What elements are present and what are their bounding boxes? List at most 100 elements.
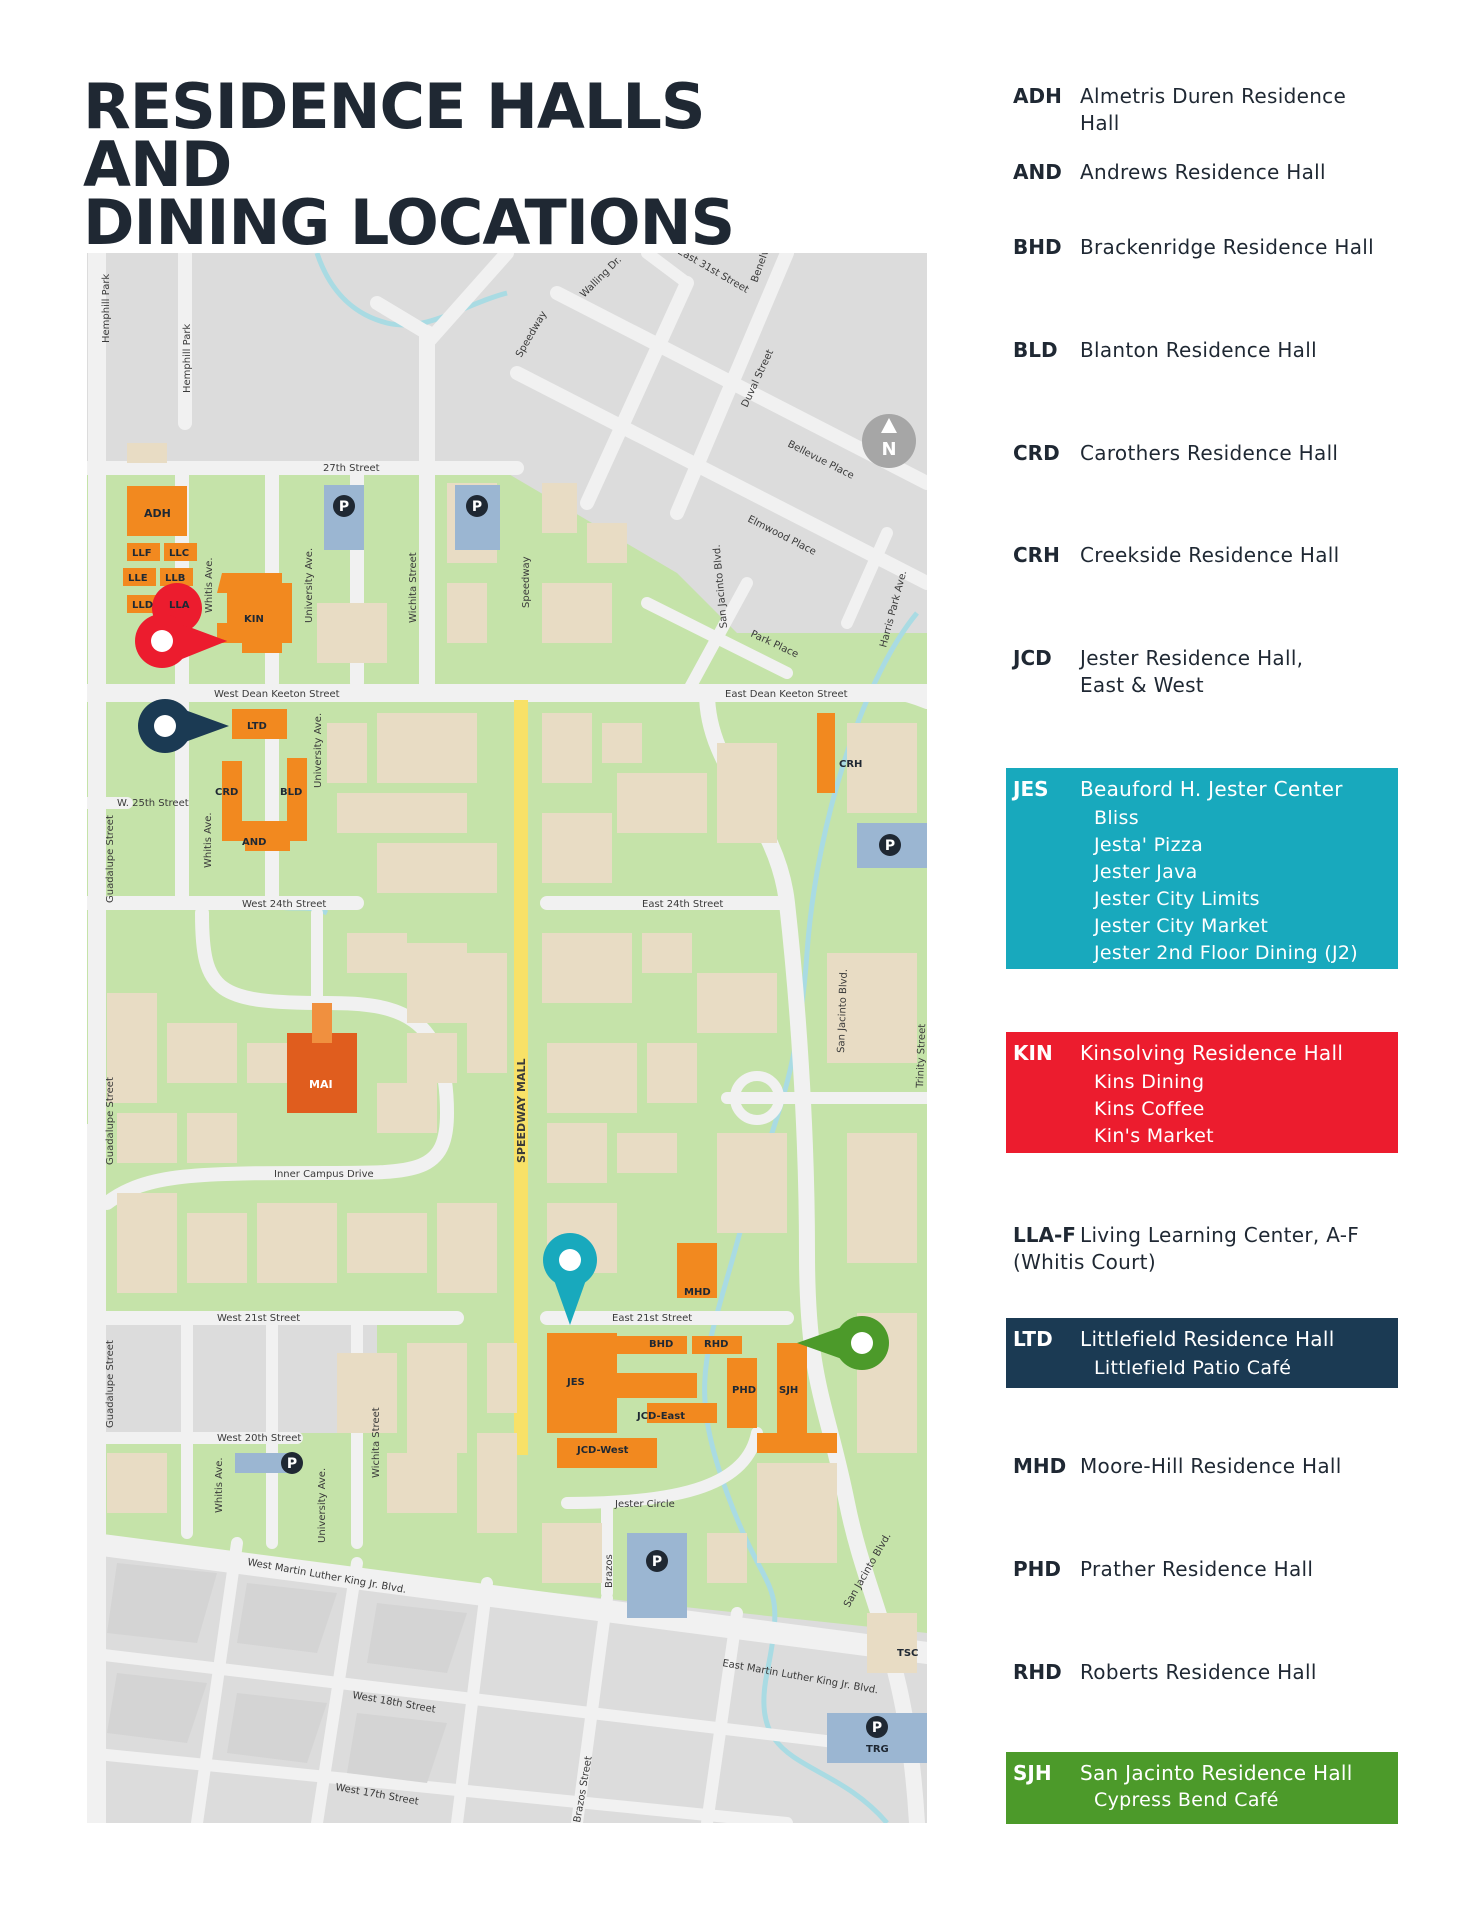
legend-code: CRH <box>1013 543 1060 567</box>
parking-icons: P P P P P P <box>281 495 901 1738</box>
pin-kin[interactable] <box>135 583 227 668</box>
label-lle: LLE <box>128 573 148 584</box>
legend-code: JES <box>1013 777 1049 801</box>
legend-name: Kinsolving Residence Hall <box>1080 1041 1344 1065</box>
label-phd: PHD <box>732 1385 756 1396</box>
label-tsc: TSC <box>897 1648 918 1659</box>
parking-label: P <box>872 1720 882 1736</box>
street-university-3: University Ave. <box>317 1468 328 1543</box>
legend-code: RHD <box>1013 1660 1062 1684</box>
dining-item: Littlefield Patio Café <box>1094 1357 1292 1379</box>
parking-icon: P <box>281 1452 303 1474</box>
label-llc: LLC <box>169 548 189 559</box>
street-wichita-2: Wichita Street <box>371 1407 382 1478</box>
label-trg: TRG <box>866 1744 889 1755</box>
street-w25: W. 25th Street <box>117 798 189 809</box>
legend-code: CRD <box>1013 441 1060 465</box>
street-hemphill-2: Hemphill Park <box>182 324 193 393</box>
label-and: AND <box>242 837 266 848</box>
parking-label: P <box>339 499 349 515</box>
legend-item-sjh: SJH San Jacinto Residence Hall Cypress B… <box>1006 1752 1398 1824</box>
legend-name: Roberts Residence Hall <box>1080 1660 1317 1684</box>
legend-sub-list: Bliss Jesta' Pizza Jester Java Jester Ci… <box>1094 805 1358 967</box>
label-bhd: BHD <box>649 1339 673 1350</box>
dining-item: Jester City Limits <box>1094 888 1260 910</box>
legend-name: Moore-Hill Residence Hall <box>1080 1454 1342 1478</box>
legend-name: Blanton Residence Hall <box>1080 338 1317 362</box>
parking-icon: P <box>333 495 355 517</box>
pin-jes[interactable] <box>543 1233 597 1325</box>
residence-buildings <box>123 486 837 1468</box>
street-wdk: West Dean Keeton Street <box>214 689 340 700</box>
parking-label: P <box>652 1554 662 1570</box>
legend-sub-list: Kins Dining Kins Coffee Kin's Market <box>1094 1069 1214 1150</box>
label-jes: JES <box>566 1377 585 1388</box>
legend-name: Carothers Residence Hall <box>1080 441 1339 465</box>
street-w21: West 21st Street <box>217 1313 300 1324</box>
page-title: RESIDENCE HALLS AND DINING LOCATIONS <box>83 70 843 254</box>
label-crh: CRH <box>839 759 862 770</box>
parking-icon: P <box>879 834 901 856</box>
main-building <box>287 1003 357 1113</box>
legend-code: PHD <box>1013 1557 1061 1581</box>
street-sanjac-2: San Jacinto Blvd. <box>836 969 850 1053</box>
title-line-1: RESIDENCE HALLS AND <box>83 70 706 201</box>
legend-name: Littlefield Residence Hall <box>1080 1327 1335 1351</box>
street-university-2: University Ave. <box>313 713 324 788</box>
label-crd: CRD <box>215 787 238 798</box>
legend-name: Jester Residence Hall, <box>1080 646 1304 670</box>
label-llf: LLF <box>132 548 152 559</box>
speedway-mall <box>514 700 528 1455</box>
legend-name: Brackenridge Residence Hall <box>1080 235 1374 259</box>
compass-label: N <box>881 439 896 460</box>
parking-label: P <box>287 1456 297 1472</box>
legend-code: SJH <box>1013 1761 1052 1785</box>
dining-item: Bliss <box>1094 807 1139 829</box>
city-blocks <box>107 1563 467 1783</box>
label-lld: LLD <box>132 600 153 611</box>
pin-sjh[interactable] <box>797 1316 889 1370</box>
dining-item: Cypress Bend Café <box>1094 1789 1279 1811</box>
legend-name: Living Learning Center, A-F <box>1080 1223 1360 1247</box>
label-bld: BLD <box>280 787 302 798</box>
street-hemphill-1: Hemphill Park <box>101 274 112 343</box>
streets <box>87 253 927 1823</box>
compass-icon: N <box>862 414 916 468</box>
parking-lots <box>235 485 927 1763</box>
street-whitis-1: Whitis Ave. <box>204 557 215 613</box>
dining-item: Jester City Market <box>1094 915 1269 937</box>
label-llb: LLB <box>165 573 185 584</box>
street-brazos-1: Brazos <box>604 1554 615 1588</box>
street-inner: Inner Campus Drive <box>274 1169 374 1180</box>
legend-item-kin: KIN Kinsolving Residence Hall Kins Dinin… <box>1006 1032 1398 1153</box>
campus-buildings <box>107 443 917 1673</box>
parking-icon: P <box>866 1716 888 1738</box>
building-labels: ADH LLF LLC LLE LLB LLD LLA KIN LTD CRD … <box>128 507 918 1755</box>
campus-map[interactable]: N P P P P P P ADH LLF LLC LLE LLB LLD LL… <box>87 253 927 1823</box>
legend-name-2: (Whitis Court) <box>1013 1250 1156 1274</box>
street-speedway-mall: SPEEDWAY MALL <box>515 1058 528 1163</box>
label-kin: KIN <box>244 614 264 625</box>
street-e24: East 24th Street <box>642 899 723 910</box>
pin-ltd[interactable] <box>138 699 229 753</box>
street-trinity: Trinity Street <box>915 1024 927 1089</box>
label-sjh: SJH <box>779 1385 798 1396</box>
legend-sub-list: Littlefield Patio Café <box>1094 1355 1291 1382</box>
legend-code: BHD <box>1013 235 1062 259</box>
street-guadalupe-1: Guadalupe Street <box>105 815 116 903</box>
street-jester-circle: Jester Circle <box>614 1499 675 1510</box>
street-wichita-1: Wichita Street <box>408 552 419 623</box>
legend-code: AND <box>1013 160 1062 184</box>
street-university-1: University Ave. <box>304 548 315 623</box>
dining-item: Kin's Market <box>1094 1125 1214 1147</box>
street-guadalupe-3: Guadalupe Street <box>105 1340 116 1428</box>
label-ltd: LTD <box>247 721 267 732</box>
street-w20: West 20th Street <box>217 1433 301 1444</box>
street-guadalupe-2: Guadalupe Street <box>105 1077 116 1165</box>
label-mhd: MHD <box>684 1287 711 1298</box>
street-w24: West 24th Street <box>242 899 326 910</box>
dining-item: Jester 2nd Floor Dining (J2) <box>1094 942 1359 964</box>
legend-name-2: East & West <box>1080 673 1204 697</box>
street-27th: 27th Street <box>323 463 380 474</box>
legend-name: Almetris Duren Residence Hall <box>1080 84 1347 135</box>
